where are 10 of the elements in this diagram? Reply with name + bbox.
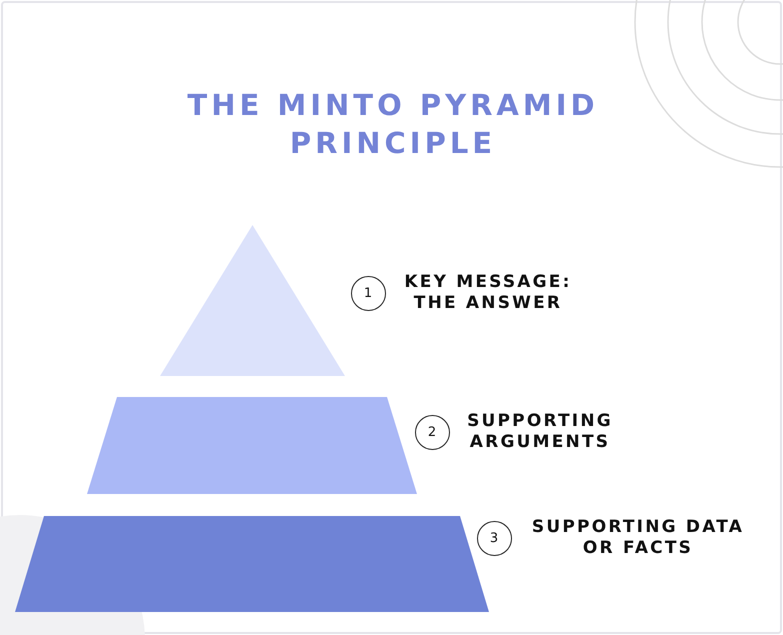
tier-label: KEY MESSAGE: THE ANSWER	[403, 272, 573, 314]
number-circle: 2	[414, 414, 450, 450]
number-circle: 3	[476, 520, 512, 556]
pyramid-tier-trapezoid	[87, 397, 417, 494]
pyramid-tier-trapezoid	[15, 516, 489, 612]
tier-label: SUPPORTING ARGUMENTS	[466, 411, 614, 453]
pyramid-tier-triangle	[160, 225, 345, 376]
title: THE MINTO PYRAMID PRINCIPLE	[186, 87, 600, 162]
number-circle: 1	[350, 276, 386, 310]
tier-label: SUPPORTING DATA OR FACTS	[530, 517, 746, 559]
